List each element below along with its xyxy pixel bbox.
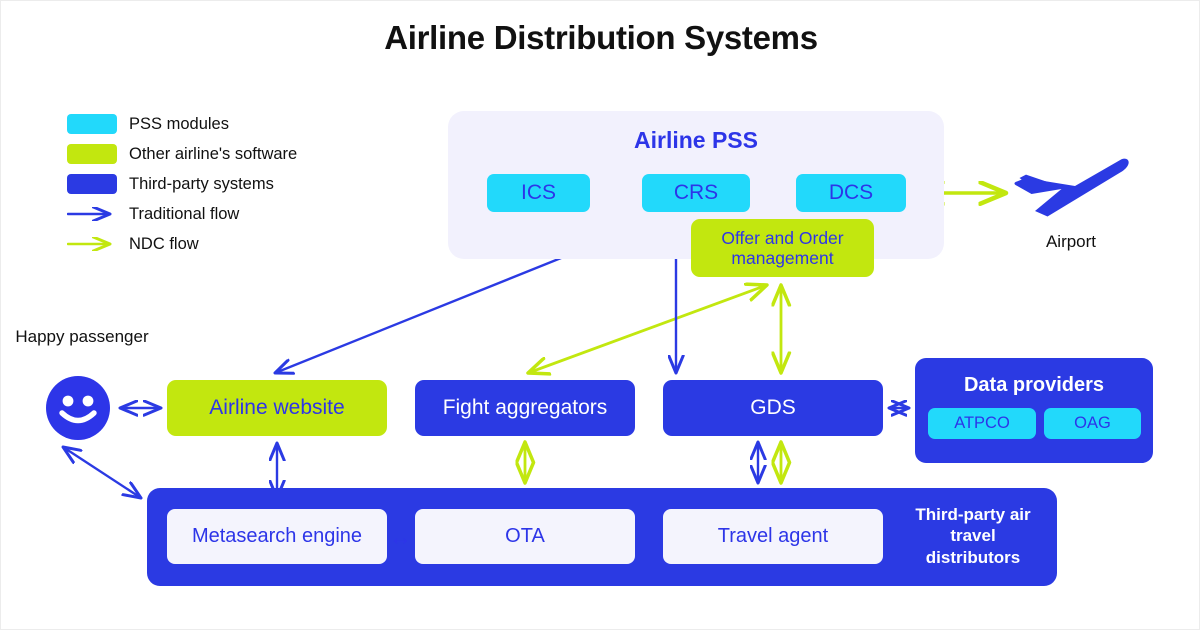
node-dcs[interactable]: DCS: [796, 174, 906, 212]
node-travel-agent[interactable]: Travel agent: [663, 509, 883, 564]
legend: PSS modules Other airline's software Thi…: [67, 109, 437, 259]
node-offer-and-order-management[interactable]: Offer and Order management: [691, 219, 874, 277]
legend-item-traditional-flow: Traditional flow: [67, 199, 437, 229]
legend-label-pss-modules: PSS modules: [129, 114, 229, 133]
node-ics[interactable]: ICS: [487, 174, 590, 212]
page-title: Airline Distribution Systems: [384, 19, 818, 56]
legend-label-traditional-flow: Traditional flow: [129, 204, 240, 223]
node-oag[interactable]: OAG: [1044, 408, 1141, 439]
legend-swatch-blue: [67, 174, 117, 194]
airline-pss-title: Airline PSS: [634, 127, 758, 153]
happy-passenger-label: Happy passenger: [15, 327, 149, 346]
node-metasearch-engine[interactable]: Metasearch engine: [167, 509, 387, 564]
data-providers-title: Data providers: [963, 374, 1105, 396]
node-crs[interactable]: CRS: [642, 174, 750, 212]
node-atpco[interactable]: ATPCO: [928, 408, 1036, 439]
node-airline-website[interactable]: Airline website: [167, 380, 387, 436]
third-party-distributors-caption: Third-party air travel distributors: [915, 505, 1031, 567]
legend-item-other-airline-software: Other airline's software: [67, 139, 437, 169]
node-data-providers[interactable]: Data providers ATPCO OAG: [915, 358, 1153, 463]
connector-metasearch-ota-icon: ↔: [389, 524, 412, 550]
legend-item-third-party-systems: Third-party systems: [67, 169, 437, 199]
legend-swatch-cyan: [67, 114, 117, 134]
legend-label-other-airline-software: Other airline's software: [129, 144, 298, 163]
legend-label-ndc-flow: NDC flow: [129, 234, 199, 253]
connector-passenger-distributors: [63, 447, 141, 498]
airplane-takeoff-icon: [1013, 156, 1131, 218]
arrow-right-icon-green: [67, 234, 117, 254]
airport-label: Airport: [1045, 232, 1097, 251]
arrow-right-icon-blue: [67, 204, 117, 224]
legend-item-ndc-flow: NDC flow: [67, 229, 437, 259]
legend-item-pss-modules: PSS modules: [67, 109, 437, 139]
third-party-distributors-group: Metasearch engine OTA Travel agent Third…: [147, 488, 1057, 586]
node-flight-aggregators[interactable]: Fight aggregators: [415, 380, 635, 436]
smiley-face-icon: [46, 376, 110, 440]
connector-flight-agg-offer-order: [528, 285, 767, 373]
legend-swatch-green: [67, 144, 117, 164]
legend-label-third-party-systems: Third-party systems: [129, 174, 274, 193]
node-ota[interactable]: OTA: [415, 509, 635, 564]
node-gds[interactable]: GDS: [663, 380, 883, 436]
